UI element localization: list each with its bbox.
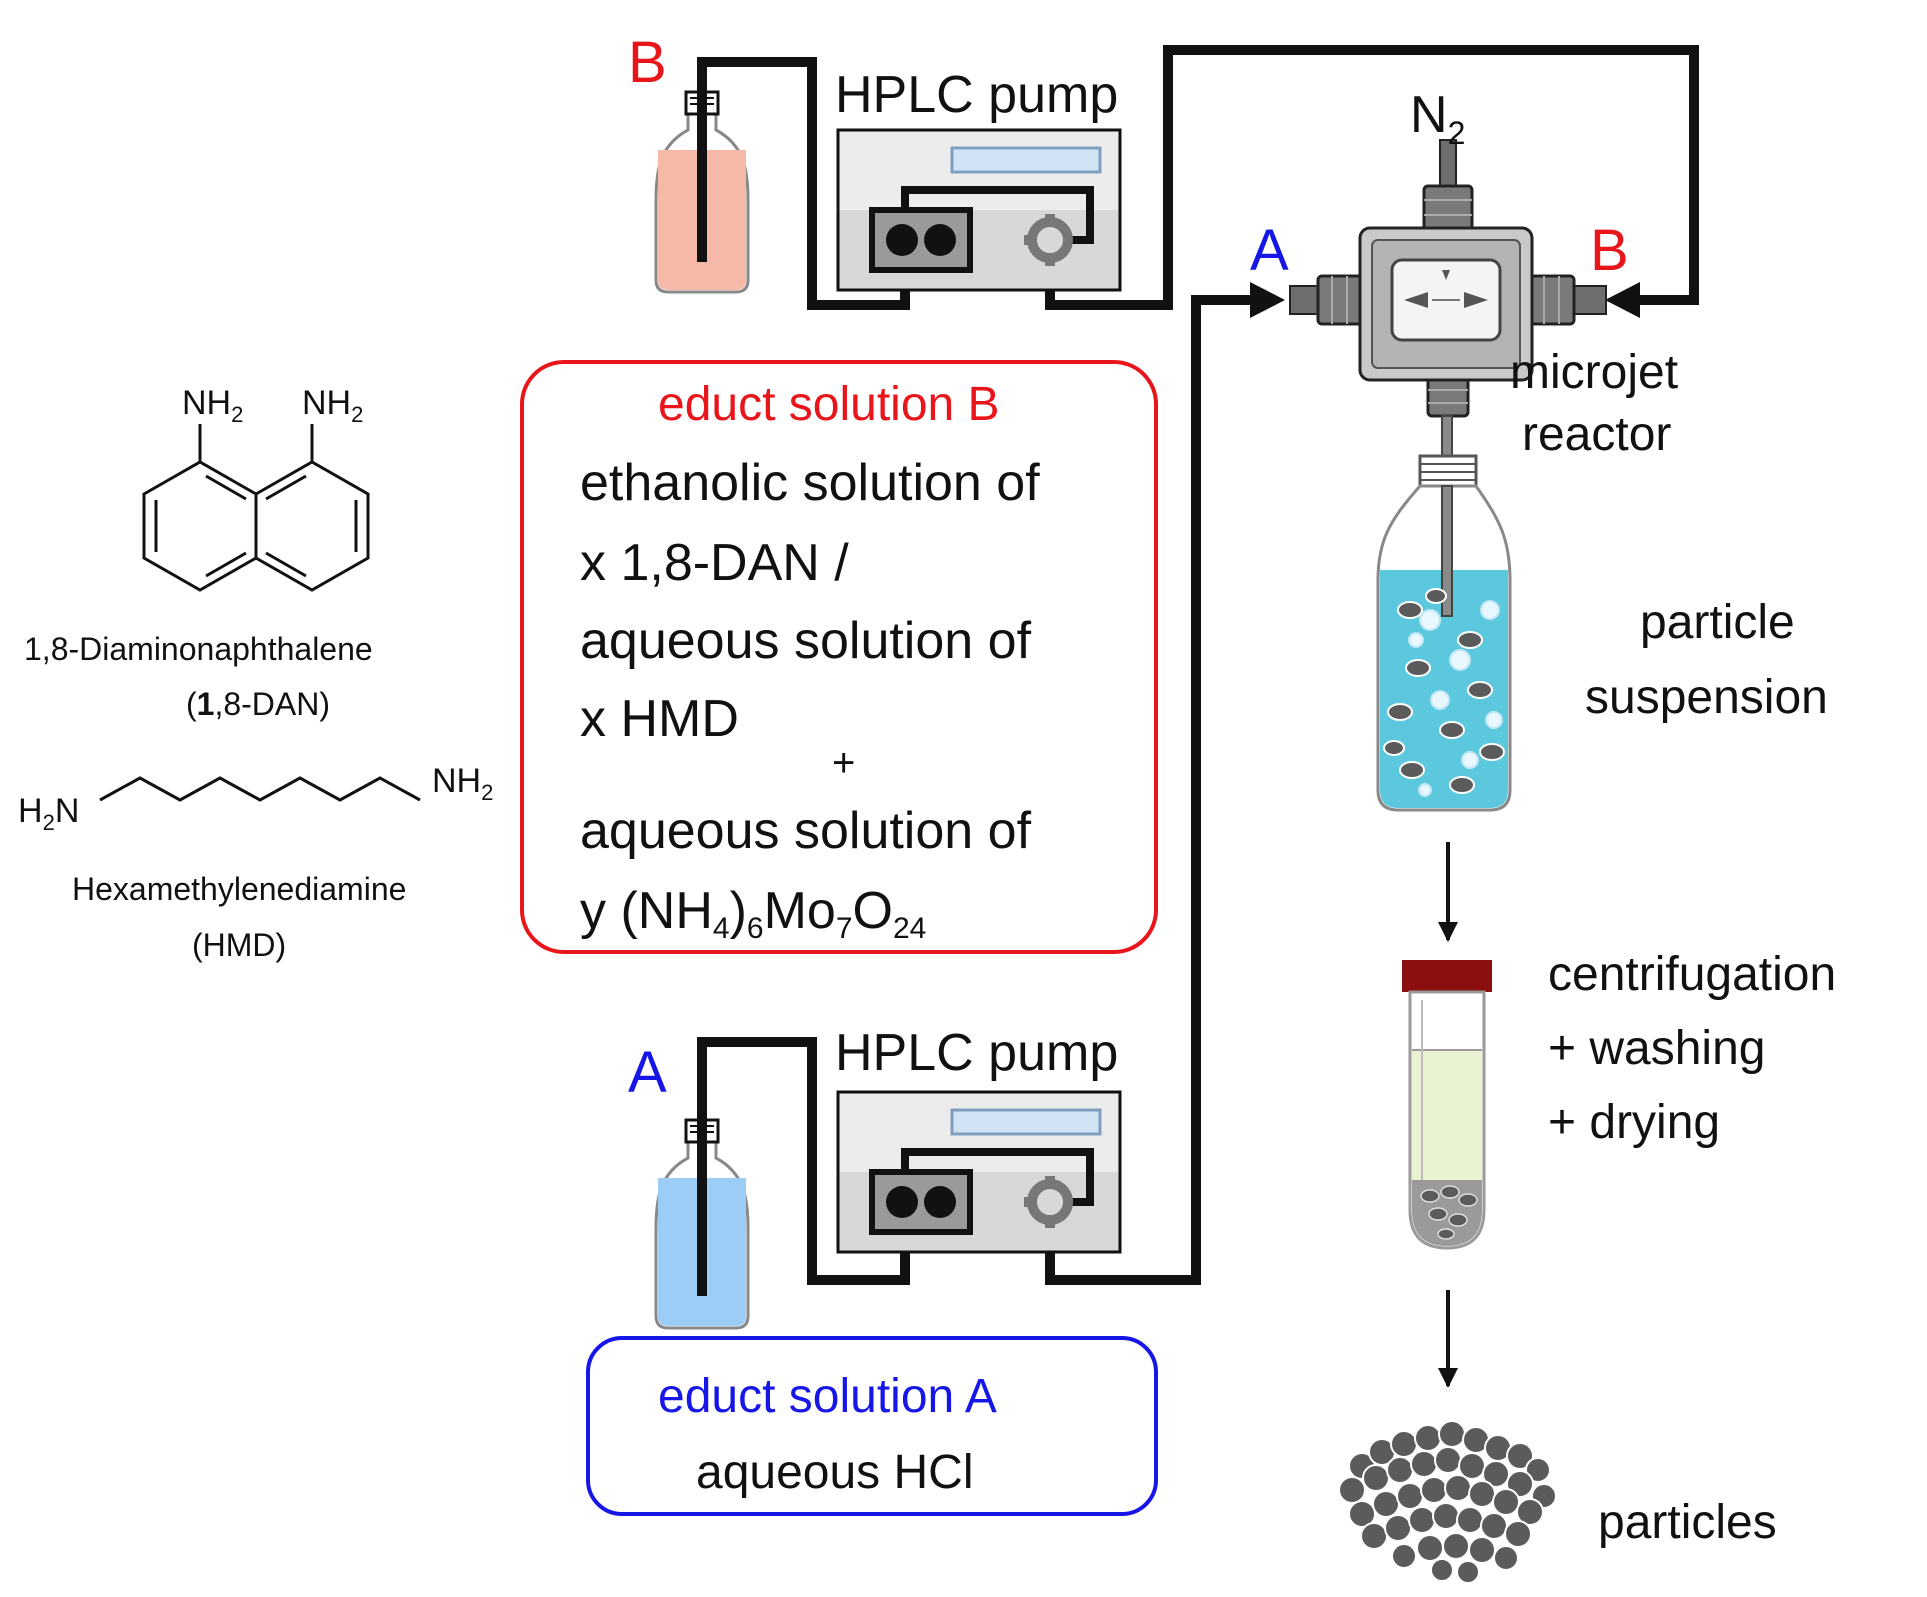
reactor-inlet-b-label: B bbox=[1590, 218, 1629, 283]
suspension-label-line2: suspension bbox=[1585, 671, 1828, 724]
bottle-b-label: B bbox=[628, 30, 667, 95]
dan-structure bbox=[142, 424, 370, 592]
flow-arrow-b bbox=[1605, 282, 1640, 318]
dan-nh2-left: NH2 bbox=[182, 384, 243, 427]
flow-arrow-a bbox=[1250, 282, 1285, 318]
dan-nh2-right: NH2 bbox=[302, 384, 363, 427]
hmd-name: Hexamethylenediamine bbox=[72, 871, 406, 907]
reactor-inlet-a-label: A bbox=[1250, 218, 1289, 283]
solution-a-line1: aqueous HCl bbox=[696, 1446, 974, 1499]
pump-a-piston-left bbox=[886, 1186, 918, 1218]
dan-name: 1,8-Diaminonaphthalene bbox=[24, 631, 373, 667]
tube-pump-a-to-reactor bbox=[1045, 295, 1276, 1285]
tube-pump-b-to-reactor bbox=[1045, 45, 1699, 310]
bottle-a-label: A bbox=[628, 1040, 667, 1105]
particles-label: particles bbox=[1598, 1496, 1777, 1549]
pump-b-display bbox=[950, 146, 1102, 174]
bottle-b bbox=[654, 85, 750, 294]
tubing bbox=[697, 45, 1699, 1285]
solution-b-line5: aqueous solution of bbox=[580, 802, 1032, 860]
tube-bottle-a-to-pump bbox=[697, 1037, 910, 1285]
educt-solution-a-box bbox=[586, 1336, 1158, 1516]
centrifuge-tube bbox=[1402, 960, 1492, 1250]
hplc-pump-a bbox=[836, 1090, 1122, 1254]
solution-b-formula: y (NH4)6Mo7O24 bbox=[580, 882, 926, 945]
centrifuge-tube-cap bbox=[1402, 960, 1492, 992]
particles-cluster bbox=[1338, 1420, 1557, 1584]
solution-b-line4: x HMD bbox=[580, 690, 739, 748]
solution-b-line2: x 1,8-DAN / bbox=[580, 534, 849, 592]
n2-label: N2 bbox=[1410, 86, 1465, 151]
pump-b-piston-right bbox=[924, 224, 956, 256]
solution-b-plus: + bbox=[832, 741, 855, 785]
solution-b-line3: aqueous solution of bbox=[580, 612, 1032, 670]
centrifuge-label-line1: centrifugation bbox=[1548, 948, 1836, 1001]
pump-b-label: HPLC pump bbox=[835, 66, 1118, 124]
pump-a-display bbox=[950, 1108, 1102, 1136]
suspension-bubbles bbox=[1408, 600, 1503, 797]
centrifuge-label-line3: + drying bbox=[1548, 1096, 1720, 1149]
solution-b-title: educt solution B bbox=[658, 378, 1000, 431]
pump-a-label: HPLC pump bbox=[835, 1024, 1118, 1082]
reactor-label-line2: reactor bbox=[1522, 408, 1671, 461]
pump-a-piston-right bbox=[924, 1186, 956, 1218]
hmd-chain bbox=[99, 776, 421, 802]
educt-solution-b-box bbox=[520, 360, 1158, 954]
bottle-a bbox=[654, 1115, 750, 1330]
pump-b-piston-left bbox=[886, 224, 918, 256]
hmd-right-amine: NH2 bbox=[432, 762, 493, 805]
tube-bottle-b-to-pump bbox=[697, 57, 910, 310]
solution-b-line1: ethanolic solution of bbox=[580, 454, 1040, 512]
hmd-abbreviation: (HMD) bbox=[192, 927, 286, 963]
centrifuge-label-line2: + washing bbox=[1548, 1022, 1765, 1075]
dan-abbreviation: (1,8-DAN) bbox=[186, 686, 330, 722]
hmd-left-amine: H2N bbox=[18, 792, 79, 835]
microjet-reactor bbox=[1289, 139, 1607, 607]
suspension-particles bbox=[1383, 588, 1505, 794]
suspension-label-line1: particle bbox=[1640, 596, 1795, 649]
suspension-liquid bbox=[1380, 570, 1508, 808]
hplc-pump-b bbox=[836, 128, 1122, 292]
reactor-label-line1: microjet bbox=[1510, 346, 1678, 399]
suspension-bottle bbox=[1376, 454, 1512, 812]
solution-a-title: educt solution A bbox=[658, 1370, 997, 1423]
